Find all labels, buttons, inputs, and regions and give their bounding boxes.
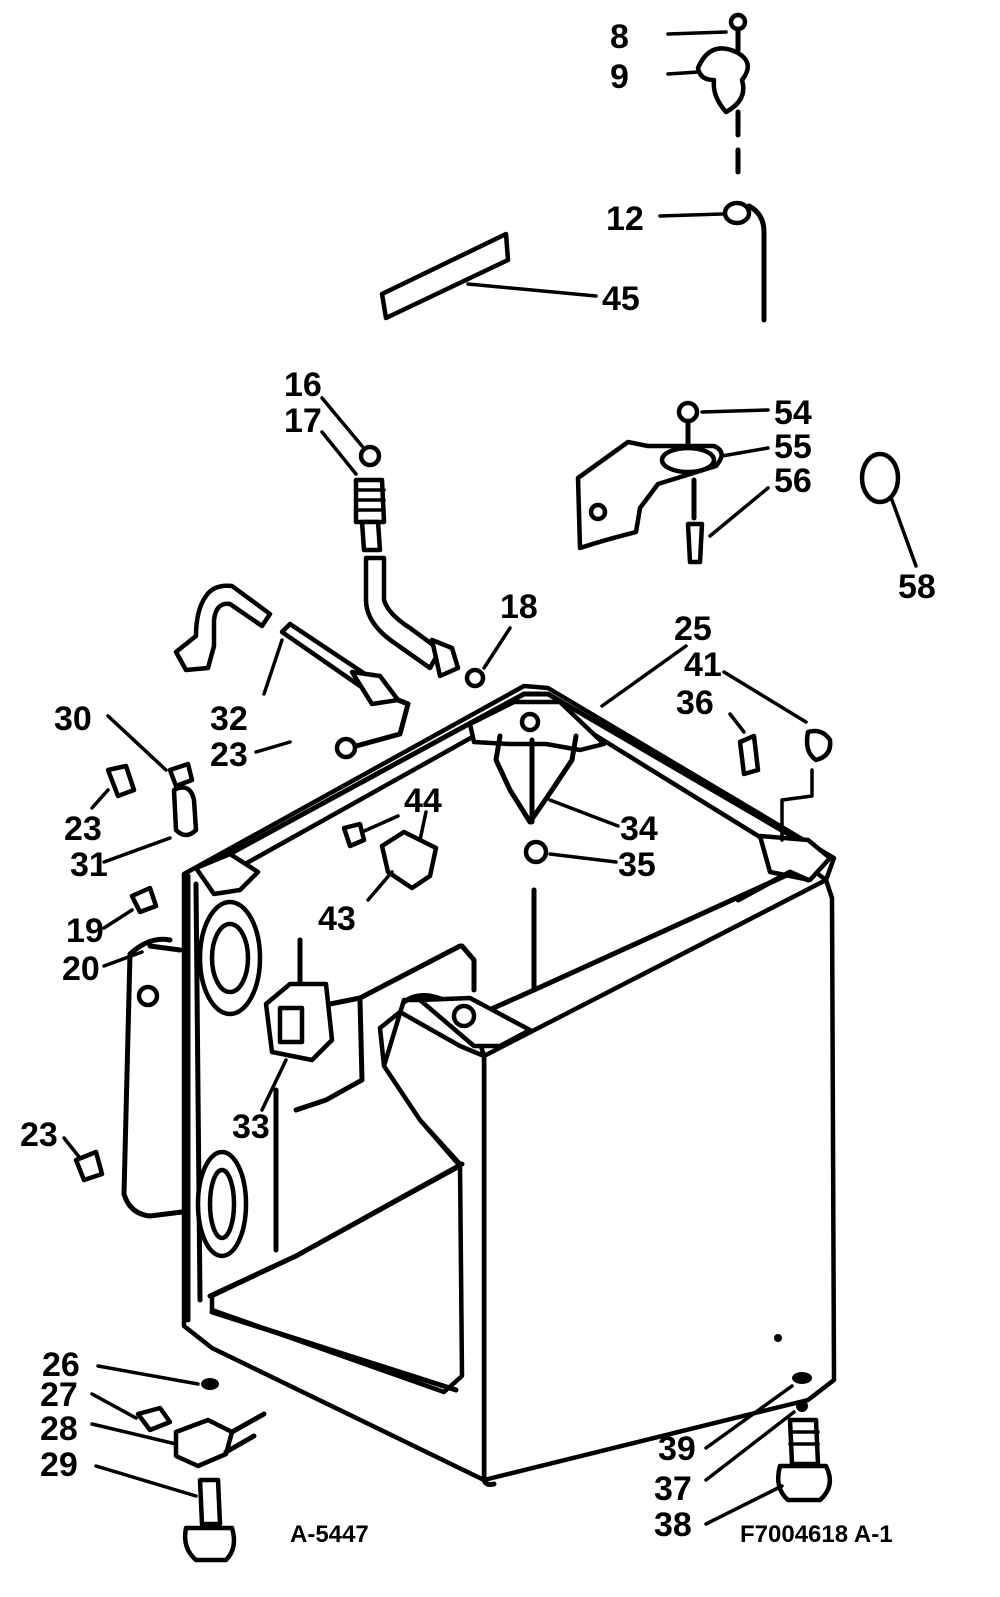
tube-assembly-32 [173,583,411,760]
drawing-code-right: F7004618 A-1 [740,1521,893,1548]
callout-41: 41 [684,646,722,684]
drawing-code-left: A-5447 [290,1521,369,1548]
callout-32: 32 [210,700,248,738]
callout-58: 58 [898,568,936,606]
callout-27: 27 [40,1376,78,1414]
left-leveling-leg [135,1378,267,1563]
callout-55: 55 [774,428,812,466]
callout-12: 12 [606,200,644,238]
callout-23-bottom: 23 [20,1116,58,1154]
callout-39: 39 [658,1430,696,1468]
callout-56: 56 [774,462,812,500]
callout-17: 17 [284,402,322,440]
part-37-leg [776,1463,833,1503]
callout-20: 20 [62,950,100,988]
callout-36: 36 [676,684,714,722]
callout-labels: 8 9 12 45 16 17 18 54 55 56 58 25 41 36 … [20,18,936,1544]
callout-45: 45 [602,280,640,318]
callout-38: 38 [654,1506,692,1544]
part-18-clamp [464,667,486,689]
part-28-bracket [173,1417,235,1469]
callout-23-left: 23 [64,810,102,848]
callout-35: 35 [618,846,656,884]
part-44-screw [341,821,367,849]
callout-16: 16 [284,366,322,404]
part-43-clip [379,829,439,891]
part-29-leg [182,1525,237,1563]
callout-37: 37 [654,1470,692,1508]
callout-31: 31 [70,846,108,884]
callout-43: 43 [318,900,356,938]
callout-23-top: 23 [210,736,248,774]
part-12-grommet [722,200,752,226]
callout-9: 9 [610,58,629,96]
callout-33: 33 [232,1108,270,1146]
callout-54: 54 [774,394,812,432]
callout-28: 28 [40,1410,78,1448]
leader-lines [62,30,918,1526]
callout-18: 18 [500,588,538,626]
part-9-bracket [695,46,750,115]
callout-25: 25 [674,610,712,648]
fill-hose [363,555,443,671]
callout-26: 26 [42,1346,80,1384]
callout-30: 30 [54,700,92,738]
callout-29: 29 [40,1446,78,1484]
callout-34: 34 [620,810,658,848]
part-58-ring [859,451,901,505]
part-35-bushing [523,839,549,865]
cabinet-body [73,683,837,1487]
fill-hose-assembly [353,444,486,689]
callout-19: 19 [66,912,104,950]
lid-hinge-assembly [575,400,724,565]
part-45-strip [379,231,511,321]
top-hinge-assembly [695,12,767,323]
callout-44: 44 [404,782,442,820]
right-leveling-leg [776,1372,833,1503]
callout-8: 8 [610,18,629,56]
